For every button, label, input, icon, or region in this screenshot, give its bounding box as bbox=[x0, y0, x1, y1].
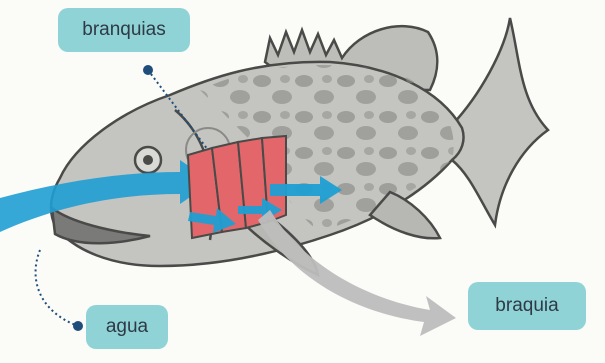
water-leader-line bbox=[36, 250, 78, 326]
label-water: agua bbox=[86, 305, 168, 349]
label-braquia: braquia bbox=[468, 282, 586, 330]
water-leader-dot bbox=[73, 321, 83, 331]
fish-pupil bbox=[143, 155, 153, 165]
fish-tail bbox=[452, 18, 548, 225]
gills-leader-dot bbox=[143, 65, 153, 75]
label-gills: branquias bbox=[58, 8, 190, 52]
